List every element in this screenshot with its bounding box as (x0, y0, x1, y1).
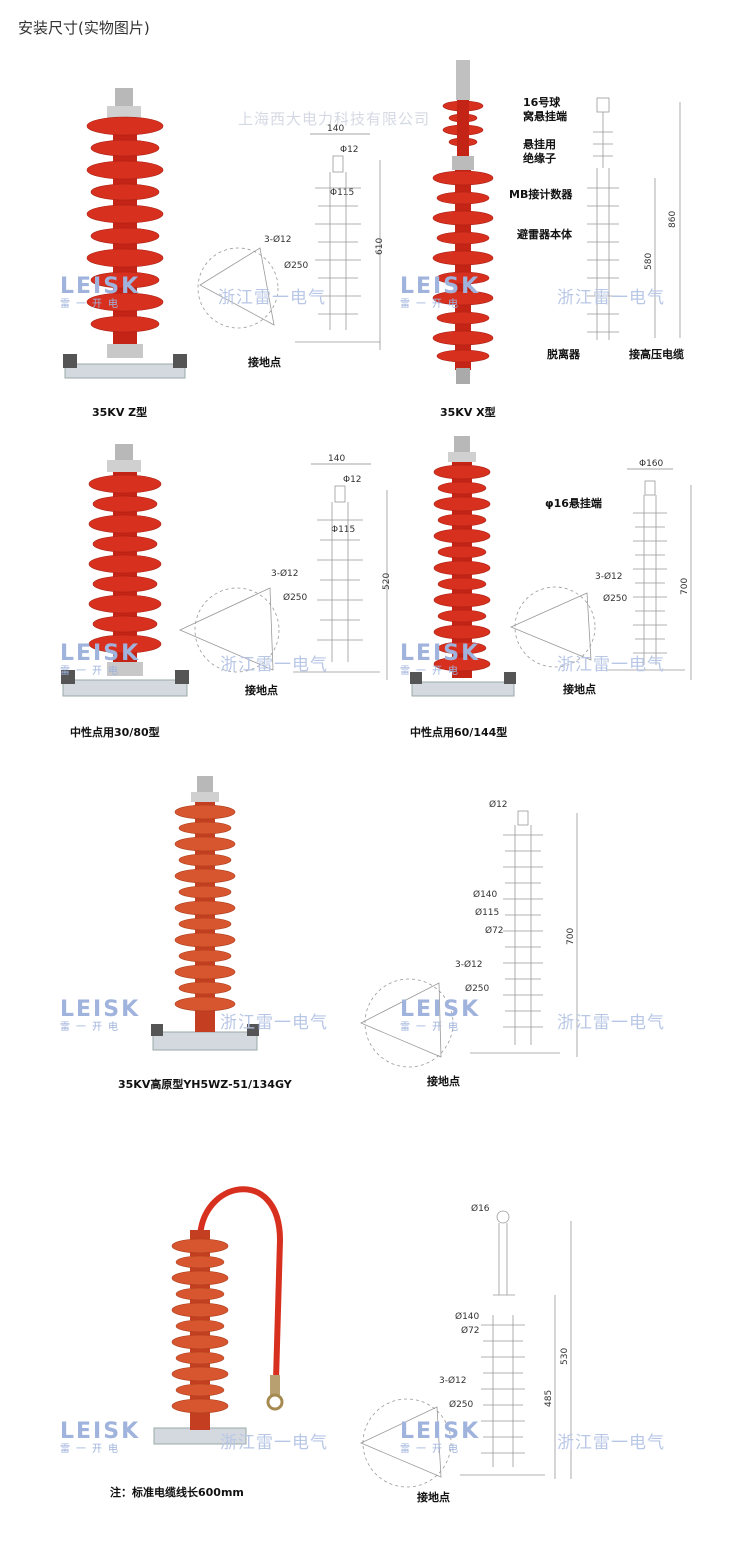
photo-z-type (63, 88, 187, 379)
svg-text:Ø115: Ø115 (475, 907, 499, 918)
svg-text:接地点: 接地点 (427, 1074, 460, 1088)
svg-text:3-Ø12: 3-Ø12 (439, 1375, 467, 1386)
svg-text:避雷器本体: 避雷器本体 (517, 227, 573, 241)
photo-neutral-30-80 (61, 444, 189, 697)
svg-text:Ø12: Ø12 (489, 799, 508, 810)
svg-text:700: 700 (566, 928, 576, 945)
company-watermark: 上海西大电力科技有限公司 (238, 110, 431, 128)
caption-neutral-30-80: 中性点用30/80型 (70, 726, 160, 739)
brand-watermark: 浙江雷一电气 (220, 655, 328, 675)
svg-text:Ø72: Ø72 (485, 925, 504, 936)
svg-text:窝悬挂端: 窝悬挂端 (523, 109, 567, 123)
svg-text:Φ115: Φ115 (330, 188, 354, 198)
svg-text:Ø140: Ø140 (473, 889, 498, 900)
brand-watermark: 浙江雷一电气 (557, 1013, 665, 1033)
svg-text:MB接计数器: MB接计数器 (509, 187, 573, 201)
svg-text:Ø250: Ø250 (283, 592, 308, 603)
brand-watermark: 浙江雷一电气 (220, 1013, 328, 1033)
photo-x-type (432, 60, 494, 384)
svg-text:φ16悬挂端: φ16悬挂端 (545, 496, 602, 510)
page-title: 安装尺寸(实物图片) (18, 19, 150, 37)
svg-text:接地点: 接地点 (563, 682, 596, 696)
brand-watermark: 浙江雷一电气 (557, 1433, 665, 1453)
svg-text:脱离器: 脱离器 (547, 347, 581, 361)
caption-z-type: 35KV Z型 (92, 406, 148, 419)
svg-text:悬挂用: 悬挂用 (522, 137, 556, 151)
brand-watermark: 浙江雷一电气 (557, 288, 665, 308)
svg-text:Φ12: Φ12 (340, 145, 359, 155)
caption-cable-note: 注：标准电缆线长600mm (110, 1486, 244, 1499)
svg-text:Ø250: Ø250 (284, 260, 309, 271)
svg-text:Ø250: Ø250 (603, 593, 628, 604)
svg-text:140: 140 (328, 454, 345, 464)
svg-text:3-Ø12: 3-Ø12 (271, 568, 299, 579)
brand-watermark: 浙江雷一电气 (557, 655, 665, 675)
drawing-cable-type: Ø16 Ø140 Ø72 485 530 3-Ø12 Ø250 接地点 (360, 1203, 572, 1504)
svg-text:3-Ø12: 3-Ø12 (595, 571, 623, 582)
dim-width: 140 (327, 124, 344, 134)
svg-text:接地点: 接地点 (248, 355, 281, 369)
svg-text:3-Ø12: 3-Ø12 (455, 959, 483, 970)
svg-text:485: 485 (544, 1390, 554, 1407)
svg-text:Ø140: Ø140 (455, 1311, 480, 1322)
svg-text:520: 520 (382, 573, 392, 590)
svg-text:700: 700 (680, 578, 690, 595)
cable (197, 1186, 284, 1381)
svg-text:610: 610 (375, 238, 385, 255)
svg-text:绝缘子: 绝缘子 (523, 151, 556, 165)
photo-high-plateau (151, 776, 259, 1051)
svg-text:接高压电缆: 接高压电缆 (629, 347, 684, 361)
brand-watermark: 浙江雷一电气 (218, 288, 326, 308)
svg-text:Ø16: Ø16 (471, 1203, 490, 1214)
drawing-neutral-30-80: 140 Φ12 Φ115 520 3-Ø12 Ø250 接地点 (179, 454, 392, 697)
brand-watermark: 浙江雷一电气 (220, 1433, 328, 1453)
drawing-high-plateau: Ø12 Ø140 Ø115 Ø72 700 3-Ø12 Ø250 接地点 (360, 799, 578, 1088)
svg-text:Ø72: Ø72 (461, 1325, 480, 1336)
base-plate (64, 363, 186, 379)
svg-text:Φ115: Φ115 (331, 525, 355, 535)
drawing-neutral-60-144: Φ160 φ16悬挂端 700 3-Ø12 Ø250 接地点 (509, 459, 692, 696)
drawing-z-type: 140 Φ12 Φ115 610 3-Ø12 Ø250 接地点 (197, 124, 385, 369)
svg-text:530: 530 (560, 1348, 570, 1365)
svg-text:Φ12: Φ12 (343, 475, 362, 485)
caption-x-type: 35KV X型 (440, 406, 496, 419)
photo-neutral-60-144 (410, 436, 516, 697)
drawing-x-type: 16号球 窝悬挂端 悬挂用 绝缘子 MB接计数器 避雷器本体 脱离器 接高压电缆… (509, 95, 684, 361)
svg-text:Φ160: Φ160 (639, 459, 664, 469)
caption-high-plateau: 35KV高原型YH5WZ-51/134GY (118, 1078, 292, 1091)
svg-text:3-Ø12: 3-Ø12 (264, 234, 292, 245)
svg-text:接地点: 接地点 (417, 1490, 450, 1504)
svg-text:580: 580 (644, 253, 654, 270)
svg-text:Ø250: Ø250 (449, 1399, 474, 1410)
svg-text:16号球: 16号球 (523, 95, 561, 109)
svg-text:接地点: 接地点 (245, 683, 278, 697)
photo-cable-type (153, 1186, 284, 1445)
svg-text:Ø250: Ø250 (465, 983, 490, 994)
caption-neutral-60-144: 中性点用60/144型 (410, 726, 508, 739)
svg-text:860: 860 (668, 211, 678, 228)
